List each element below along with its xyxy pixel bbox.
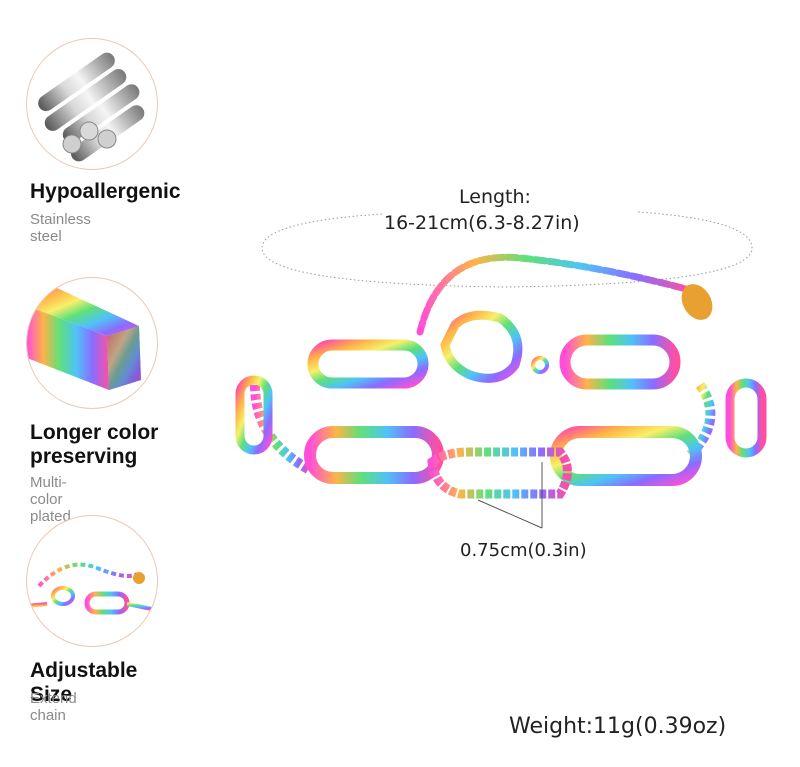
- feature-subtitle: Multi-color plated: [30, 474, 71, 525]
- feature-subtitle: Extend chain: [30, 690, 77, 724]
- weight-value: Weight:11g(0.39oz): [509, 714, 727, 739]
- length-label: Length:: [459, 186, 531, 208]
- extension-chain-icon: [26, 515, 158, 647]
- feature-title: Longer color preserving: [30, 421, 159, 468]
- width-value: 0.75cm(0.3in): [460, 540, 587, 561]
- feature-title: Hypoallergenic: [30, 180, 181, 203]
- steel-rods-icon: [26, 38, 158, 170]
- rainbow-bar-icon: [26, 277, 158, 409]
- length-value: 16-21cm(6.3-8.27in): [384, 212, 580, 234]
- feature-title: Adjustable Size: [30, 659, 138, 706]
- feature-subtitle: Stainless steel: [30, 211, 91, 245]
